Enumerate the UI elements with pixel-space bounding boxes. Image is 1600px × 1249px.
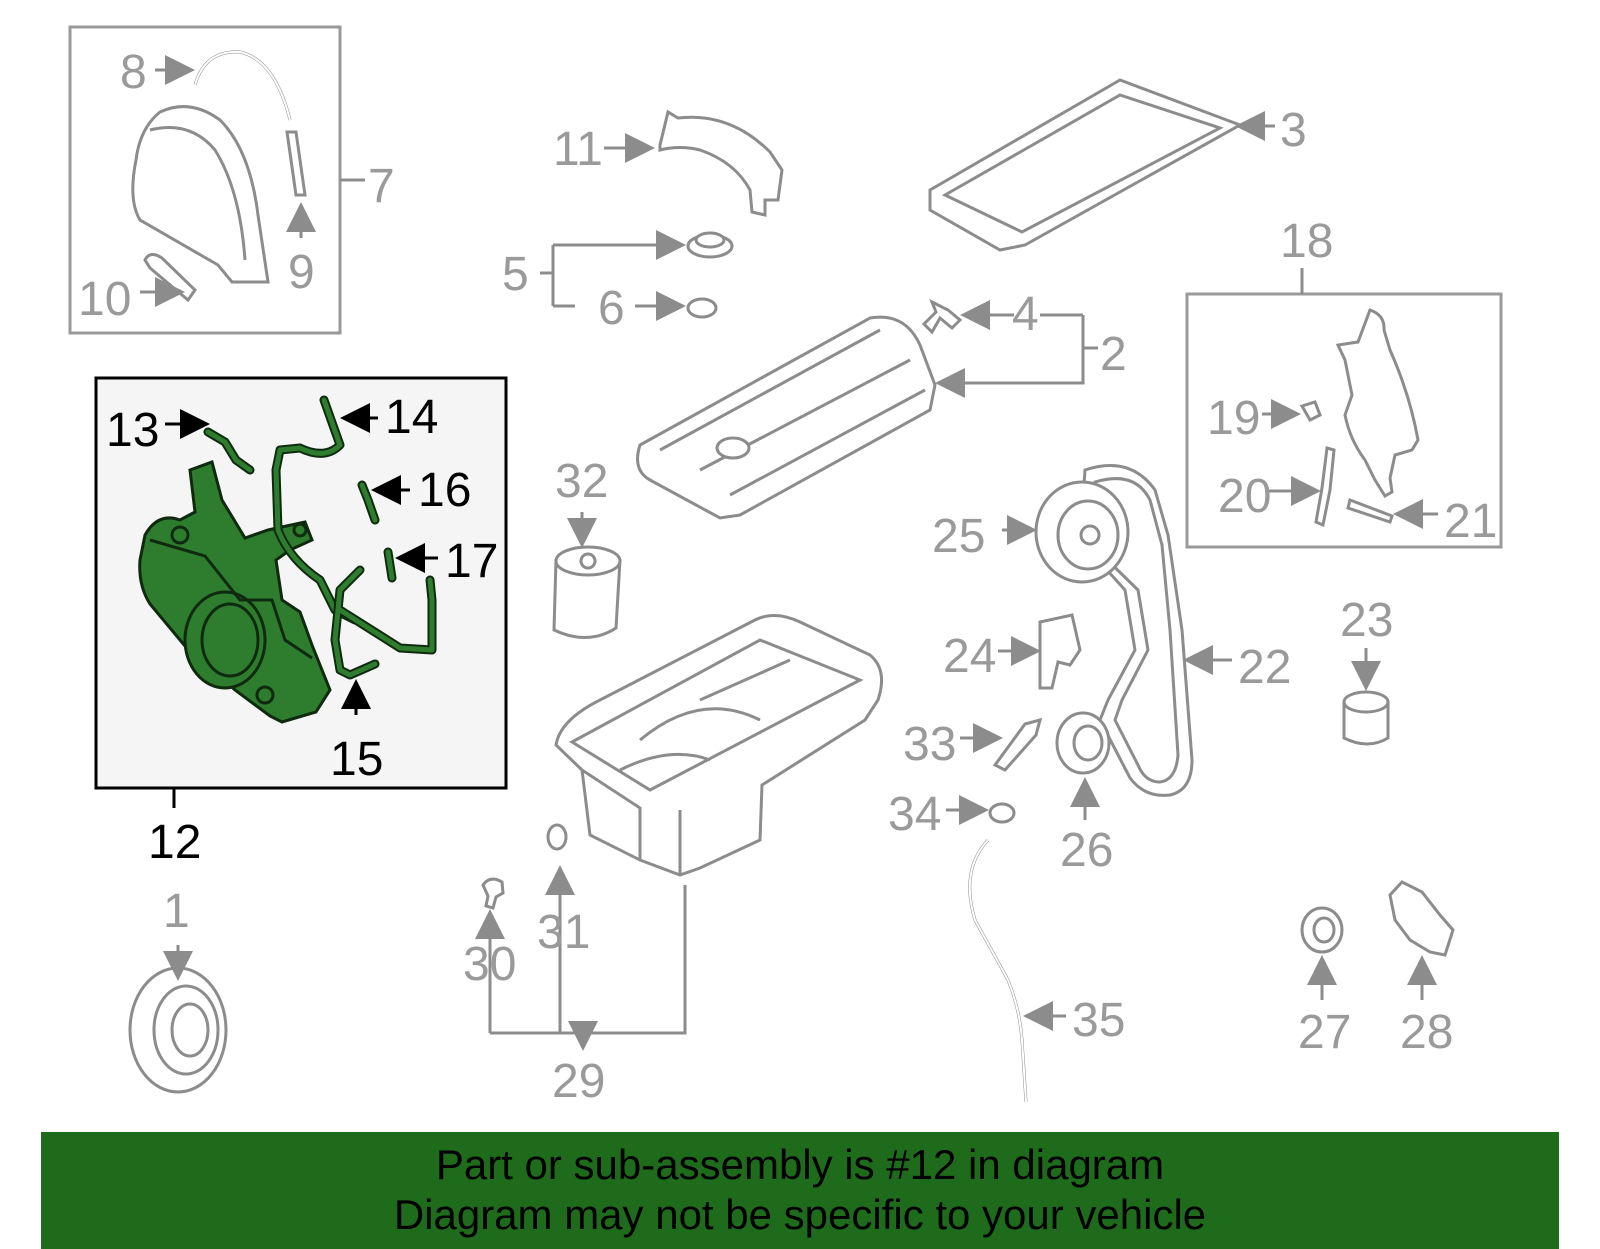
part-7-cover-rib	[149, 126, 247, 261]
part-20-seal	[1314, 446, 1336, 528]
callout-3: 3	[1280, 104, 1307, 157]
callout-32: 32	[555, 455, 608, 508]
part-18-rear-cover	[1335, 308, 1420, 499]
callout-22: 22	[1238, 641, 1291, 694]
callout-10: 10	[78, 273, 131, 326]
part-31-washer	[546, 823, 568, 851]
callout-17: 17	[445, 535, 498, 588]
part-19-clip	[1299, 400, 1322, 422]
callout-1: 1	[163, 885, 190, 938]
callout-30: 30	[463, 938, 516, 991]
part-23-bushing-top	[1342, 690, 1390, 714]
part-3-gasket	[928, 78, 1244, 252]
part-16-seal-core	[359, 482, 378, 523]
part-29-oil-pan	[554, 614, 884, 877]
part-15-seal-core	[332, 567, 435, 678]
part-29-oil-pan-side	[581, 768, 682, 875]
callout-34: 34	[888, 788, 941, 841]
callout-11: 11	[553, 123, 603, 176]
part-30-drain-plug	[481, 877, 505, 910]
part-12-cover-edge	[149, 538, 313, 660]
part-17-seal-core	[385, 549, 395, 581]
callout-15: 15	[330, 733, 383, 786]
part-35-dipstick	[968, 838, 1028, 1103]
part-3-gasket-inner	[941, 93, 1224, 234]
part-12-bolt-boss-1	[170, 525, 190, 545]
group-box-18	[1185, 292, 1503, 549]
part-35-dipstick-inner	[968, 839, 1027, 1103]
callout-25: 25	[932, 510, 985, 563]
callout-18: 18	[1280, 215, 1333, 268]
part-13-seal-core	[205, 429, 253, 473]
callout-20: 20	[1218, 470, 1271, 523]
info-banner: Part or sub-assembly is #12 in diagram D…	[41, 1132, 1559, 1249]
part-4-fitting	[921, 298, 963, 335]
banner-line-2: Diagram may not be specific to your vehi…	[393, 1191, 1207, 1238]
callout-27: 27	[1298, 1006, 1351, 1059]
callout-9: 9	[288, 246, 315, 299]
part-26-idler-hub	[1072, 724, 1104, 762]
callout-8: 8	[120, 46, 147, 99]
callout-12: 12	[148, 816, 201, 869]
part-32-filter-hub	[579, 552, 597, 570]
part-25-cam-sprocket-center	[1079, 524, 1101, 546]
leader-2	[935, 315, 1085, 398]
callout-16: 16	[418, 464, 471, 517]
leader-5-top	[551, 245, 683, 306]
callout-35: 35	[1072, 994, 1125, 1047]
part-7-upper-cover	[131, 105, 270, 284]
part-8-seal-inner	[194, 50, 291, 121]
part-22-timing-belt-inner	[1090, 477, 1180, 784]
part-33-guide	[992, 717, 1043, 772]
part-12-bolt-boss-2	[255, 685, 275, 705]
callout-24: 24	[943, 630, 996, 683]
callout-28: 28	[1400, 1006, 1453, 1059]
part-12-bolt-boss-3	[292, 522, 308, 538]
callout-26: 26	[1060, 824, 1113, 877]
part-2-valve-cover	[636, 315, 937, 520]
callout-7: 7	[368, 160, 395, 213]
callout-5: 5	[502, 248, 529, 301]
callout-2: 2	[1100, 328, 1127, 381]
callout-13: 13	[106, 404, 159, 457]
callout-31: 31	[537, 906, 590, 959]
callout-14: 14	[385, 391, 438, 444]
part-21-strip	[1346, 497, 1394, 524]
part-24-tensioner	[1038, 613, 1082, 690]
callout-21: 21	[1444, 495, 1497, 548]
part-29-oil-pan-rim	[569, 638, 864, 792]
callout-19: 19	[1207, 392, 1260, 445]
part-1-crank-pulley-hub	[170, 1002, 210, 1058]
part-27-gear-hub	[1312, 916, 1336, 944]
part-6-o-ring	[686, 297, 718, 319]
part-11-shield	[658, 109, 784, 217]
callout-4: 4	[1012, 288, 1039, 341]
callout-29: 29	[552, 1055, 605, 1108]
banner-line-1: Part or sub-assembly is #12 in diagram	[435, 1141, 1165, 1188]
callout-6: 6	[598, 282, 625, 335]
part-2-filler-hole	[715, 436, 751, 460]
callout-23: 23	[1340, 594, 1393, 647]
part-9-seal	[285, 130, 307, 197]
part-29-oil-pan-baffle	[619, 658, 791, 772]
part-5-oil-cap-top	[694, 231, 726, 249]
part-12-cover-bore-inner	[200, 602, 260, 678]
part-14-seal-core	[273, 397, 358, 623]
callout-33: 33	[903, 718, 956, 771]
part-28-cap	[1388, 880, 1455, 957]
leader-29	[488, 868, 687, 1048]
part-34-o-ring	[988, 802, 1016, 824]
